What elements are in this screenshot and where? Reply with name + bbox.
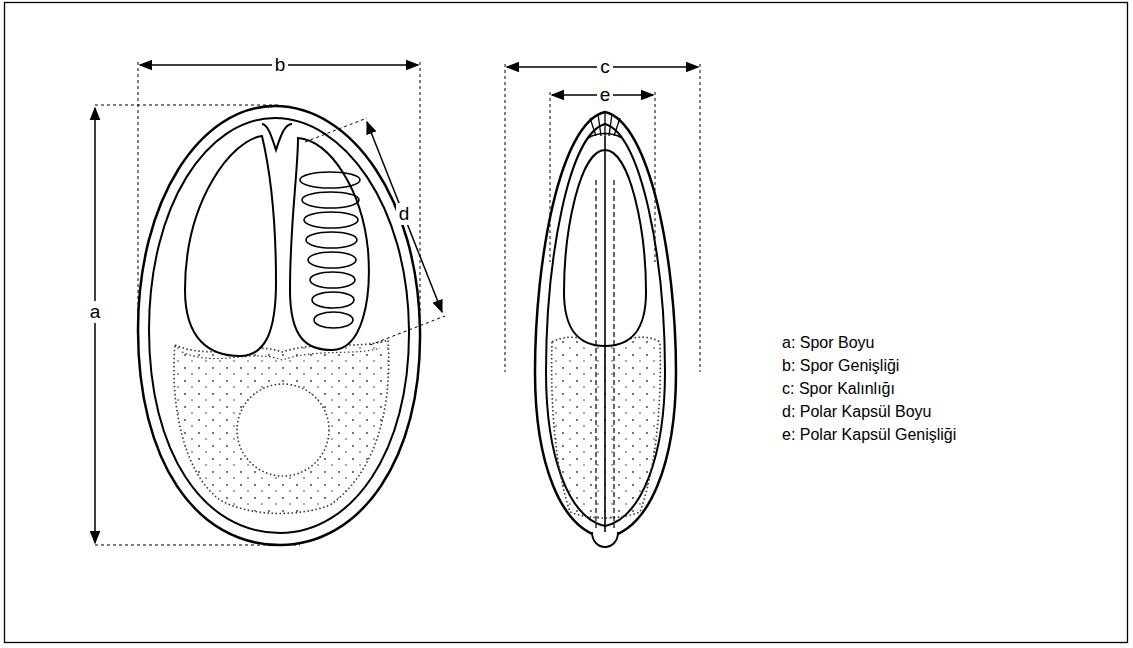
dimension-letter: e (597, 84, 614, 107)
key-entry: c: Spor Kalınlığı (782, 379, 895, 398)
dimension-letter: c (597, 56, 613, 79)
polar-filament-coil (308, 252, 356, 268)
key-entry: e: Polar Kapsül Genişliği (782, 425, 956, 444)
polar-filament-coil (302, 192, 359, 208)
polar-filament-coil (312, 292, 354, 308)
dimension-letter: a (87, 301, 104, 324)
polar-filament-coil (306, 232, 357, 248)
polar-filament-coil (300, 172, 360, 188)
key-entry: b: Spor Genişliği (782, 356, 899, 375)
dimension-letter: d (396, 203, 413, 226)
polar-filament-coil (314, 312, 353, 328)
polar-filament-coil (310, 272, 355, 288)
dimension-letter: b (272, 54, 289, 77)
polar-filament-coil (304, 212, 358, 228)
key-entry: d: Polar Kapsül Boyu (782, 402, 931, 421)
key-entry: a: Spor Boyu (782, 333, 875, 352)
